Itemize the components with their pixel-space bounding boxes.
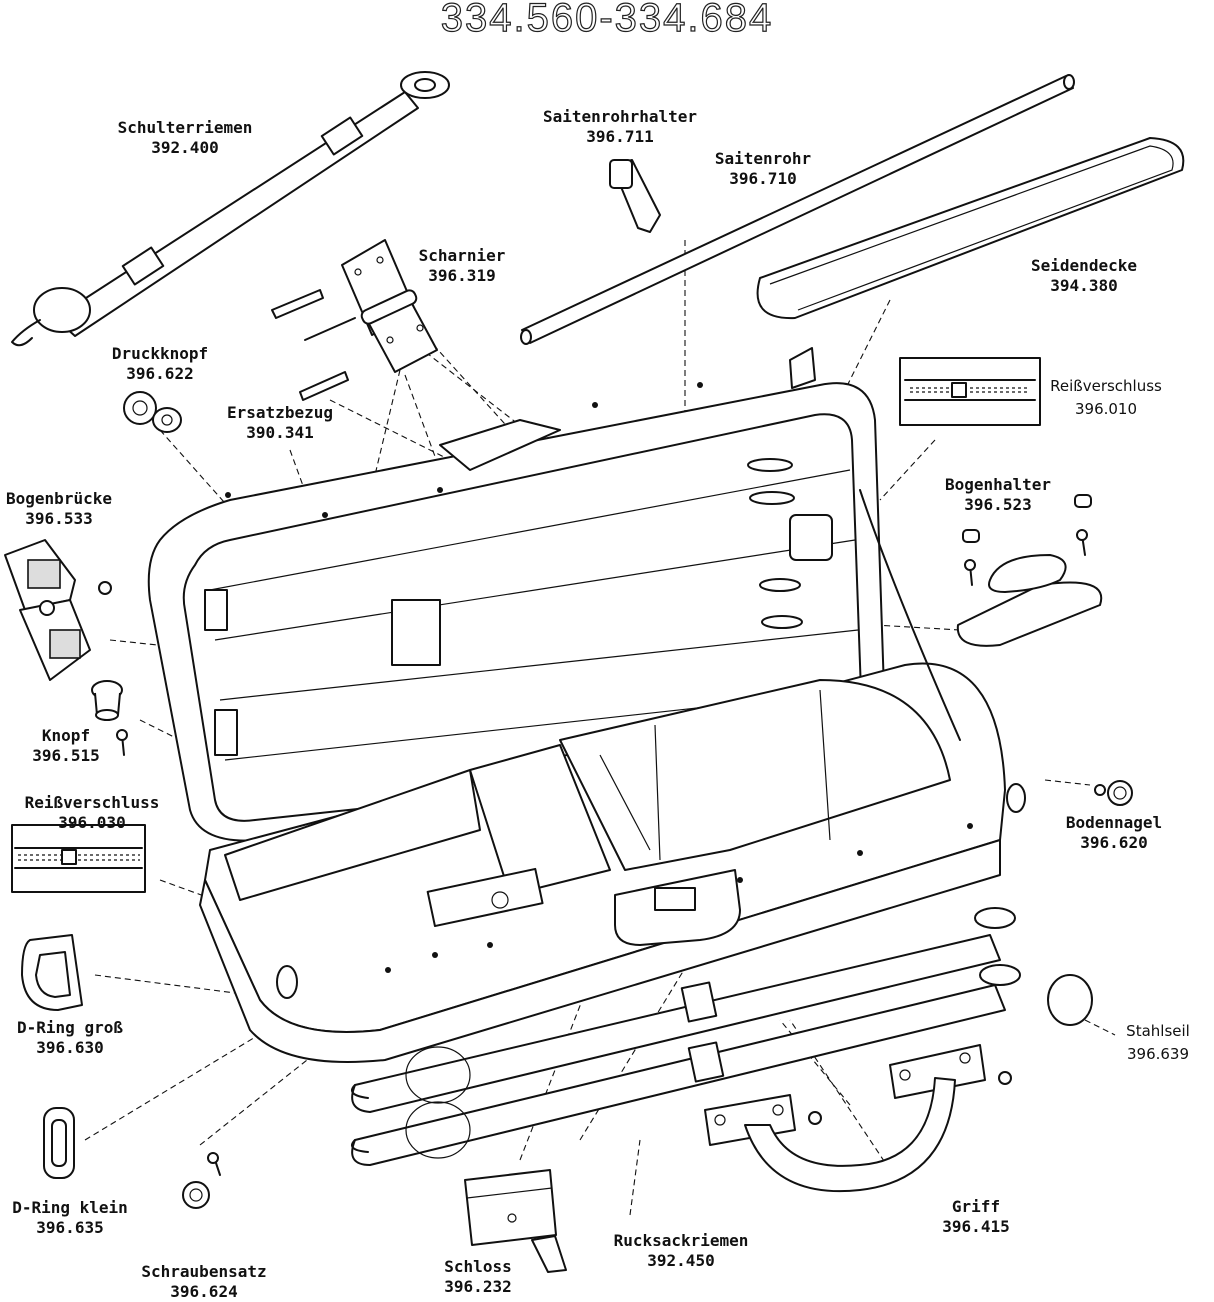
hinge-drawing — [271, 239, 438, 401]
foot-nail-drawing — [1094, 780, 1133, 806]
bow-holder-drawing — [956, 494, 1103, 647]
string-tube-drawing — [520, 74, 1075, 345]
d-ring-small-drawing — [43, 1107, 75, 1179]
lock-drawing — [464, 1169, 567, 1273]
silk-cover-drawing — [756, 137, 1185, 320]
shoulder-strap-drawing — [11, 71, 450, 347]
diagram-title: 334.560-334.684 — [440, 0, 774, 41]
zipper-left-drawing — [11, 824, 146, 893]
zipper-top-drawing — [899, 357, 1041, 426]
backpack-straps-drawing — [351, 907, 1021, 1166]
button-knob-drawing — [91, 680, 128, 756]
handle-drawing — [704, 1044, 1012, 1193]
tube-holder-drawing — [609, 159, 661, 233]
case-bottom-drawing — [199, 382, 1026, 1063]
d-ring-large-drawing — [21, 934, 83, 1011]
steel-cable-drawing — [1047, 974, 1093, 1026]
bow-bridge-drawing — [4, 539, 112, 681]
snap-button-drawing — [123, 391, 182, 433]
screw-set-drawing — [182, 1152, 221, 1209]
